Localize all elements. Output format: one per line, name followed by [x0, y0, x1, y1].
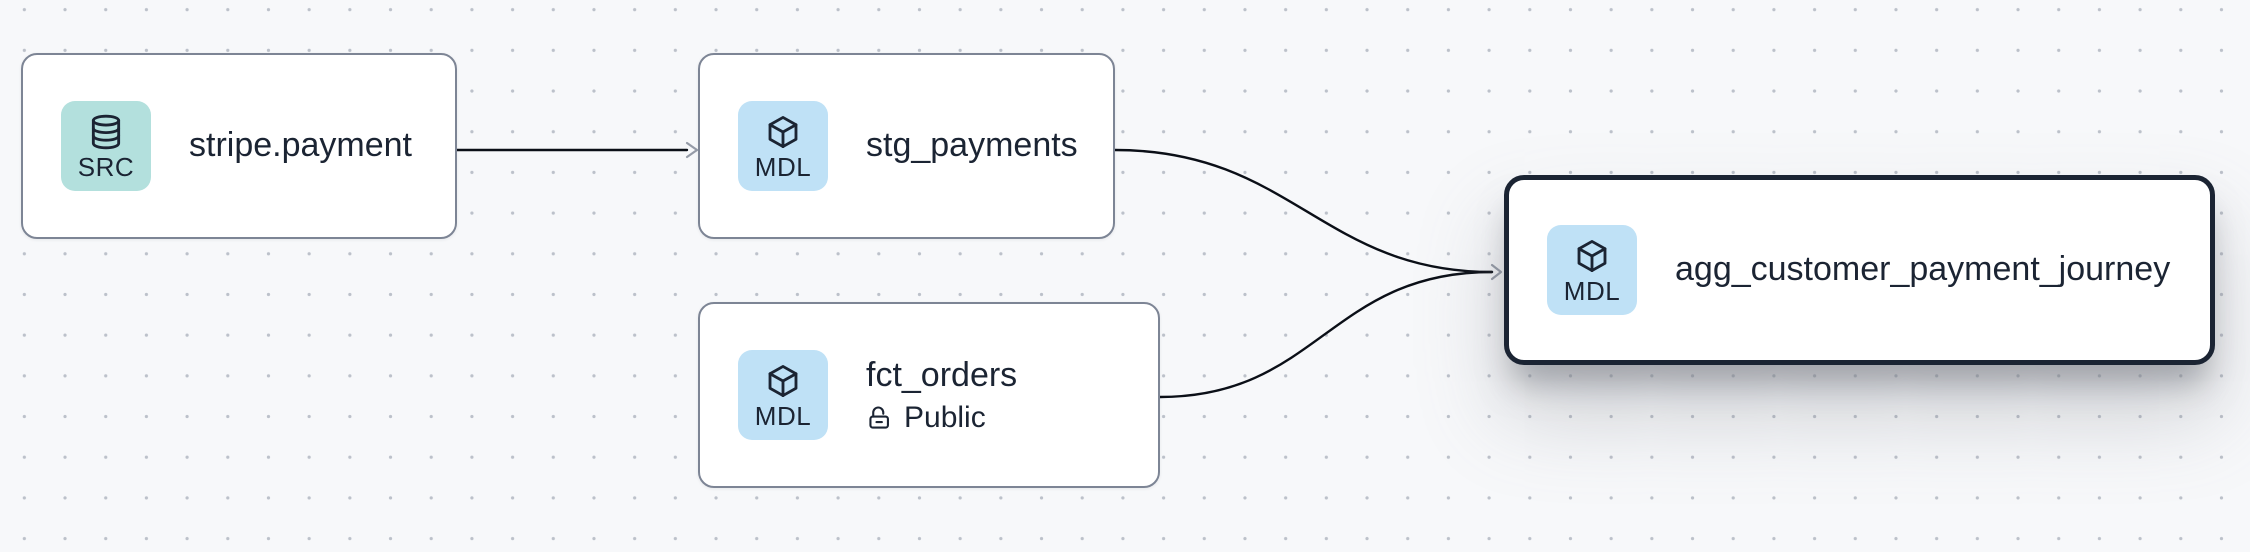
lineage-node-agg-customer-payment-journey[interactable]: MDL agg_customer_payment_journey	[1504, 175, 2215, 365]
source-badge: SRC	[61, 101, 151, 191]
unlock-icon	[869, 406, 889, 429]
lineage-node-stripe-payment[interactable]: SRC stripe.payment	[21, 53, 457, 239]
badge-label: MDL	[1563, 275, 1621, 306]
node-title: stripe.payment	[189, 126, 412, 165]
arrowhead-icon	[1490, 263, 1503, 281]
cube-icon	[768, 364, 798, 397]
badge-label: MDL	[754, 400, 812, 431]
badge-label: MDL	[754, 151, 812, 182]
node-title: fct_orders	[866, 355, 1018, 394]
node-title: stg_payments	[866, 126, 1078, 165]
lineage-node-fct-orders[interactable]: MDL fct_orders Public	[698, 302, 1160, 488]
model-badge: MDL	[738, 350, 828, 440]
model-badge: MDL	[1547, 225, 1637, 315]
node-text-block: fct_orders Public	[866, 356, 1017, 434]
access-label: Public	[904, 401, 986, 435]
arrowhead-icon	[685, 141, 699, 159]
badge-label: SRC	[77, 151, 135, 182]
edge-fct-orders-to-agg-customer-payment-journey[interactable]	[1158, 270, 1494, 399]
cube-icon	[768, 115, 798, 148]
cube-icon	[1577, 239, 1607, 272]
lineage-node-stg-payments[interactable]: MDL stg_payments	[698, 53, 1115, 239]
database-icon	[91, 114, 121, 149]
access-row: Public	[866, 401, 1017, 434]
edge-stg-payments-to-agg-customer-payment-journey[interactable]	[1113, 148, 1494, 274]
model-badge: MDL	[738, 101, 828, 191]
node-title: agg_customer_payment_journey	[1675, 250, 2171, 289]
